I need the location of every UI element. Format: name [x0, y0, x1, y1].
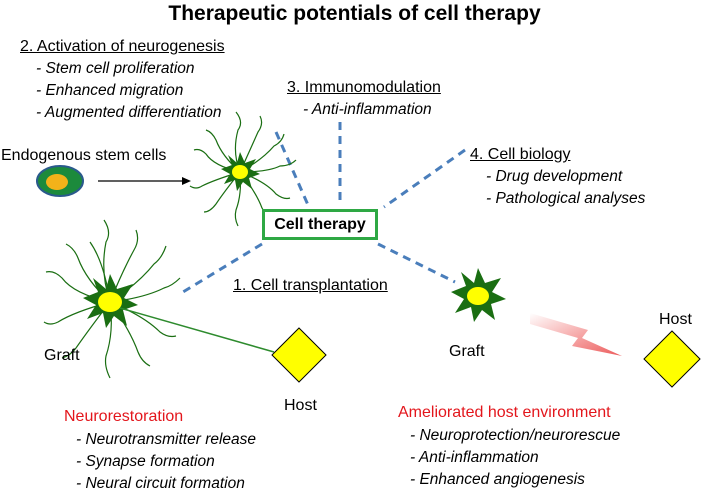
graft-neuron-right — [451, 268, 506, 322]
arrow-head — [182, 177, 191, 185]
diagram-title: Therapeutic potentials of cell therapy — [168, 2, 541, 25]
connector-graft-left — [182, 242, 263, 294]
neurorestoration-item: - Synapse formation — [76, 453, 215, 470]
host-environment-item: - Enhanced angiogenesis — [410, 471, 585, 488]
neurogenesis-item: - Enhanced migration — [36, 82, 184, 99]
neurogenesis-heading: 2. Activation of neurogenesis — [20, 38, 225, 55]
connector-cell-biology — [383, 148, 466, 209]
neurorestoration-item: - Neural circuit formation — [76, 475, 245, 492]
neurogenesis-item: - Stem cell proliferation — [36, 60, 195, 77]
host-environment-item: - Neuroprotection/neurorescue — [410, 427, 621, 444]
graft-neuron-left — [43, 219, 181, 379]
immunomodulation-item: - Anti-inflammation — [303, 101, 432, 118]
neurorestoration-heading: Neurorestoration — [64, 408, 184, 425]
graft-left-label: Graft — [44, 347, 80, 364]
immunomodulation-heading: 3. Immunomodulation — [287, 79, 441, 96]
host-left-diamond — [271, 327, 327, 383]
host-environment-item: - Anti-inflammation — [410, 449, 539, 466]
host-right-label: Host — [659, 311, 692, 328]
host-left-label: Host — [284, 397, 317, 414]
cell-biology-heading: 4. Cell biology — [470, 146, 571, 163]
endogenous-stem-cells-label: Endogenous stem cells — [1, 147, 167, 164]
cell-therapy-box: Cell therapy — [262, 209, 378, 240]
cell-biology-item: - Drug development — [486, 168, 623, 185]
connector-graft-right — [377, 242, 456, 284]
cell-transplantation-heading: 1. Cell transplantation — [233, 277, 388, 294]
axon-to-host — [119, 307, 275, 353]
cell-therapy-label: Cell therapy — [274, 215, 366, 233]
dashed-connectors — [182, 122, 466, 294]
lightning-bolt-icon — [530, 313, 622, 356]
graft-right-label: Graft — [449, 343, 485, 360]
neurorestoration-item: - Neurotransmitter release — [76, 431, 257, 448]
neurogenesis-item: - Augmented differentiation — [36, 104, 222, 121]
host-right-diamond — [643, 330, 701, 388]
cell-biology-item: - Pathological analyses — [486, 190, 646, 207]
activated-neuron — [189, 111, 297, 227]
connector-neurogenesis — [274, 131, 310, 206]
endogenous-stem-cell — [36, 165, 84, 197]
host-environment-heading: Ameliorated host environment — [398, 404, 611, 421]
